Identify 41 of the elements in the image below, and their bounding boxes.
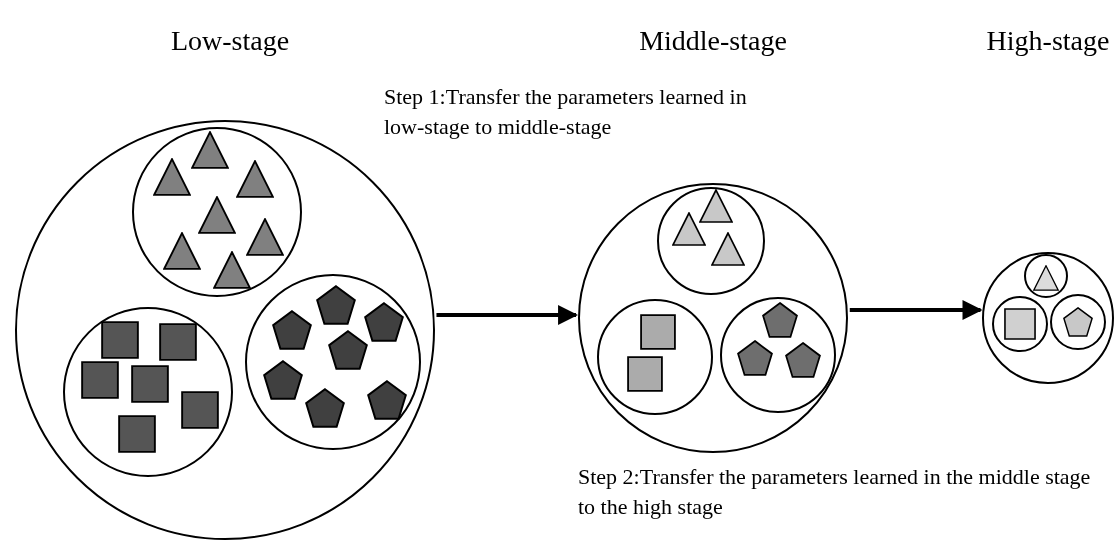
triangle (711, 232, 745, 266)
stage-title: Middle-stage (639, 25, 787, 57)
square (101, 321, 139, 359)
square (1004, 308, 1036, 340)
group-circle (1050, 294, 1106, 350)
pentagon (762, 302, 798, 338)
group-circle (992, 296, 1048, 352)
step-note: Step 2:Transfer the parameters learned in the middle stage to the high stage (578, 463, 1092, 521)
square (131, 365, 169, 403)
square (159, 323, 197, 361)
pentagon (367, 380, 407, 420)
triangle (198, 196, 236, 234)
pentagon (316, 285, 356, 325)
triangle (153, 158, 191, 196)
triangle (163, 232, 201, 270)
pentagon (364, 302, 404, 342)
arrow (436, 305, 579, 325)
triangle (236, 160, 274, 198)
triangle (246, 218, 284, 256)
square (81, 361, 119, 399)
triangle (672, 212, 706, 246)
square (181, 391, 219, 429)
pentagon (305, 388, 345, 428)
pentagon (1063, 307, 1093, 337)
pentagon (272, 310, 312, 350)
step-note: Step 1:Transfer the parameters learned in low-stage to middle-stage (384, 83, 748, 141)
pentagon (328, 330, 368, 370)
triangle (191, 131, 229, 169)
triangle (699, 189, 733, 223)
triangle (1033, 265, 1059, 291)
stage-title: High-stage (986, 25, 1110, 57)
arrow (849, 300, 983, 320)
square (118, 415, 156, 453)
pentagon (737, 340, 773, 376)
group-circle (1024, 254, 1068, 298)
triangle (213, 251, 251, 289)
square (640, 314, 676, 350)
pentagon (263, 360, 303, 400)
stage-title: Low-stage (170, 25, 290, 57)
square (627, 356, 663, 392)
pentagon (785, 342, 821, 378)
